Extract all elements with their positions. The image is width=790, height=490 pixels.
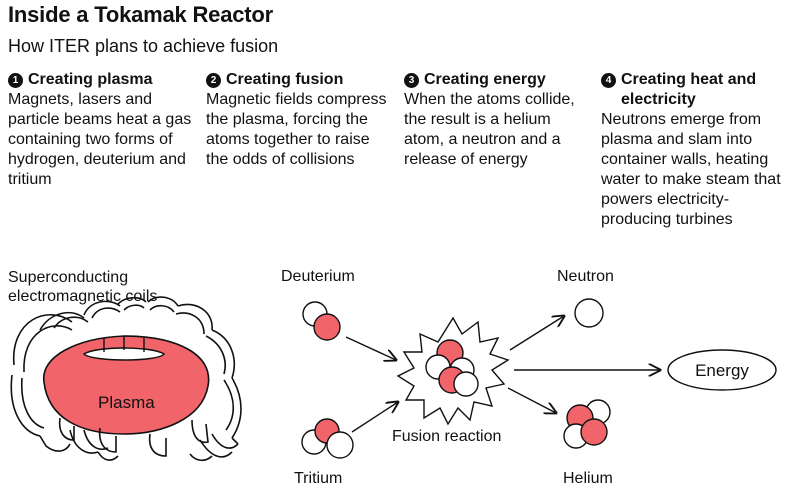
energy-label: Energy [695, 361, 749, 380]
tritium-atom [301, 418, 354, 459]
plasma-torus [43, 335, 210, 435]
step-4: 4 Creating heat and electricity Neutrons … [601, 70, 781, 230]
step-3: 3 Creating energy When the atoms collide,… [404, 70, 588, 170]
step-2: 2 Creating fusion Magnetic fields compres… [206, 70, 390, 170]
deuterium-arrow [345, 336, 396, 360]
energy-ellipse [667, 349, 777, 391]
step-1: 1 Creating plasma Magnets, lasers and par… [8, 70, 198, 190]
step-number-2: 2 [206, 73, 221, 88]
deuterium-label: Deuterium [281, 268, 355, 285]
neutron-arrow [509, 316, 564, 351]
step-number-3: 3 [404, 73, 419, 88]
page-title: Inside a Tokamak Reactor [8, 2, 274, 27]
step-3-heading: Creating energy [424, 71, 546, 88]
step-2-text: Magnetic fields compress the plasma, for… [206, 91, 387, 168]
fusion-reaction-label: Fusion reaction [392, 428, 502, 445]
plasma-label: Plasma [98, 393, 155, 412]
neutron-label: Neutron [557, 268, 614, 285]
step-1-text: Magnets, lasers and particle beams heat … [8, 91, 192, 188]
step-number-1: 1 [8, 73, 23, 88]
fusion-atoms [425, 339, 479, 397]
tritium-label: Tritium [294, 470, 343, 487]
step-4-heading: Creating heat and electricity [621, 71, 757, 108]
tokamak-coils [10, 296, 242, 462]
step-3-text: When the atoms collide, the result is a … [404, 91, 575, 168]
tritium-arrow [351, 402, 398, 433]
tokamak-front-coils [58, 417, 209, 457]
step-2-heading: Creating fusion [226, 71, 344, 88]
step-4-text: Neutrons emerge from plasma and slam int… [601, 111, 781, 228]
page-subtitle: How ITER plans to achieve fusion [8, 36, 279, 56]
step-number-4: 4 [601, 73, 616, 88]
helium-label: Helium [563, 470, 613, 487]
deuterium-atom [302, 301, 341, 341]
neutron-atom [574, 298, 604, 328]
helium-atom [563, 399, 611, 449]
helium-arrow [507, 387, 556, 413]
step-1-heading: Creating plasma [28, 71, 153, 88]
coils-label: Superconducting electromagnetic coils [8, 269, 158, 305]
